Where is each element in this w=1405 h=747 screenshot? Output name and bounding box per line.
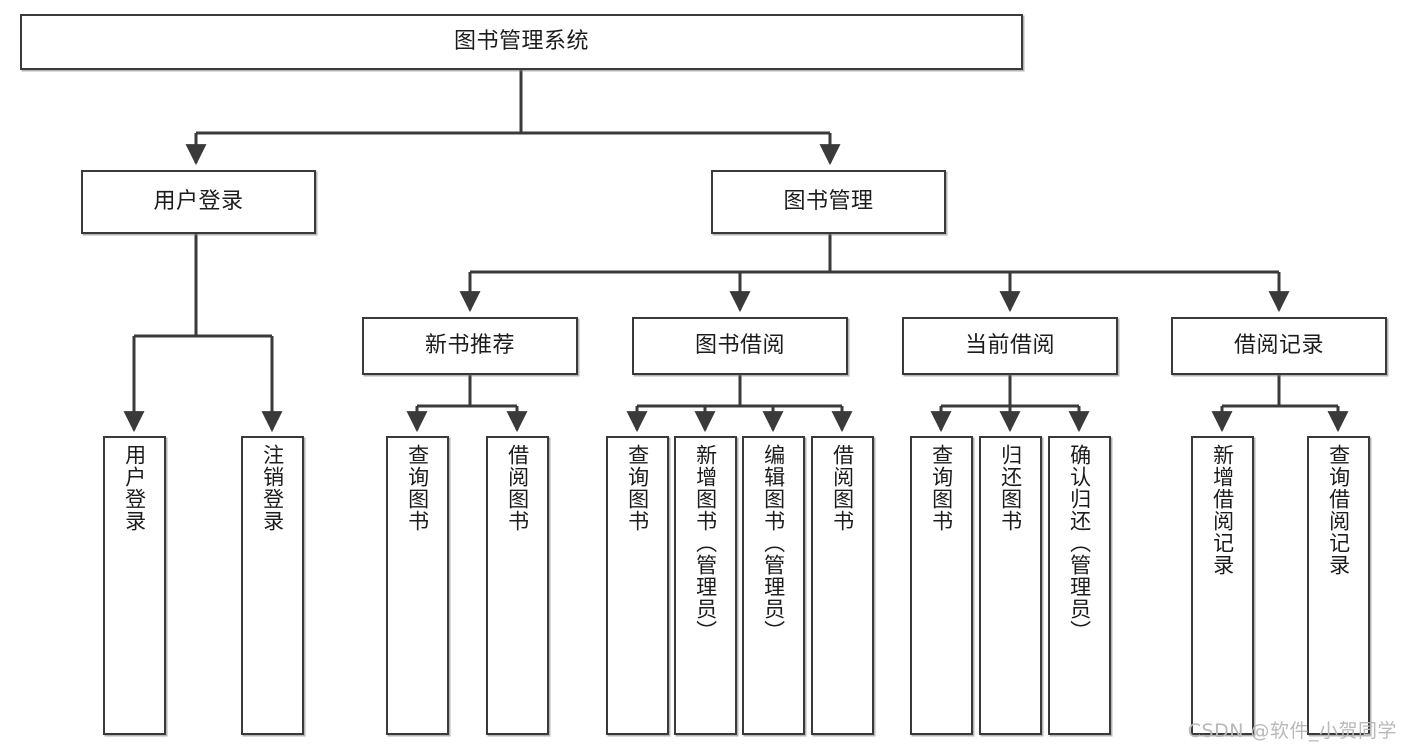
node-leaf-confirm-return-label: 确认归还（管理员） xyxy=(1067,444,1092,642)
node-book-borrow-label: 图书借阅 xyxy=(694,333,785,359)
node-book-manage-label: 图书管理 xyxy=(783,189,874,215)
node-leaf-borrow-book-2[interactable]: 借阅图书 xyxy=(811,436,874,735)
node-leaf-user-login-label: 用户登录 xyxy=(122,444,147,532)
node-book-borrow[interactable]: 图书借阅 xyxy=(632,317,848,375)
node-leaf-add-record[interactable]: 新增借阅记录 xyxy=(1191,436,1254,735)
node-new-book-rec[interactable]: 新书推荐 xyxy=(362,317,578,375)
node-leaf-query-record-label: 查询借阅记录 xyxy=(1326,444,1351,576)
node-current-borrow[interactable]: 当前借阅 xyxy=(902,317,1118,375)
node-leaf-user-login[interactable]: 用户登录 xyxy=(103,436,166,735)
node-leaf-query-book-3-label: 查询图书 xyxy=(929,444,954,532)
node-leaf-add-book[interactable]: 新增图书（管理员） xyxy=(674,436,737,735)
node-root[interactable]: 图书管理系统 xyxy=(20,14,1023,70)
node-borrow-record[interactable]: 借阅记录 xyxy=(1171,317,1387,375)
node-new-book-rec-label: 新书推荐 xyxy=(424,333,515,359)
node-leaf-confirm-return[interactable]: 确认归还（管理员） xyxy=(1048,436,1111,735)
node-current-borrow-label: 当前借阅 xyxy=(964,333,1055,359)
node-leaf-borrow-book-1[interactable]: 借阅图书 xyxy=(486,436,549,735)
node-leaf-query-record[interactable]: 查询借阅记录 xyxy=(1307,436,1370,735)
node-leaf-edit-book[interactable]: 编辑图书（管理员） xyxy=(742,436,805,735)
node-leaf-borrow-book-1-label: 借阅图书 xyxy=(505,444,530,532)
node-borrow-record-label: 借阅记录 xyxy=(1233,333,1324,359)
node-leaf-add-record-label: 新增借阅记录 xyxy=(1210,444,1235,576)
node-book-manage[interactable]: 图书管理 xyxy=(711,170,946,234)
node-user-login[interactable]: 用户登录 xyxy=(81,170,316,234)
node-leaf-query-book-1-label: 查询图书 xyxy=(405,444,430,532)
node-leaf-query-book-3[interactable]: 查询图书 xyxy=(910,436,973,735)
node-leaf-logout[interactable]: 注销登录 xyxy=(241,436,304,735)
node-leaf-logout-label: 注销登录 xyxy=(260,444,285,532)
node-leaf-query-book-2[interactable]: 查询图书 xyxy=(606,436,669,735)
node-leaf-return-book[interactable]: 归还图书 xyxy=(979,436,1042,735)
node-leaf-borrow-book-2-label: 借阅图书 xyxy=(830,444,855,532)
node-user-login-label: 用户登录 xyxy=(153,189,244,215)
node-leaf-add-book-label: 新增图书（管理员） xyxy=(693,444,718,642)
watermark-text: CSDN @软件_小贺同学 xyxy=(1187,720,1397,742)
node-leaf-query-book-2-label: 查询图书 xyxy=(625,444,650,532)
node-root-label: 图书管理系统 xyxy=(453,29,589,55)
node-leaf-query-book-1[interactable]: 查询图书 xyxy=(386,436,449,735)
node-leaf-edit-book-label: 编辑图书（管理员） xyxy=(761,444,786,642)
node-leaf-return-book-label: 归还图书 xyxy=(998,444,1023,532)
